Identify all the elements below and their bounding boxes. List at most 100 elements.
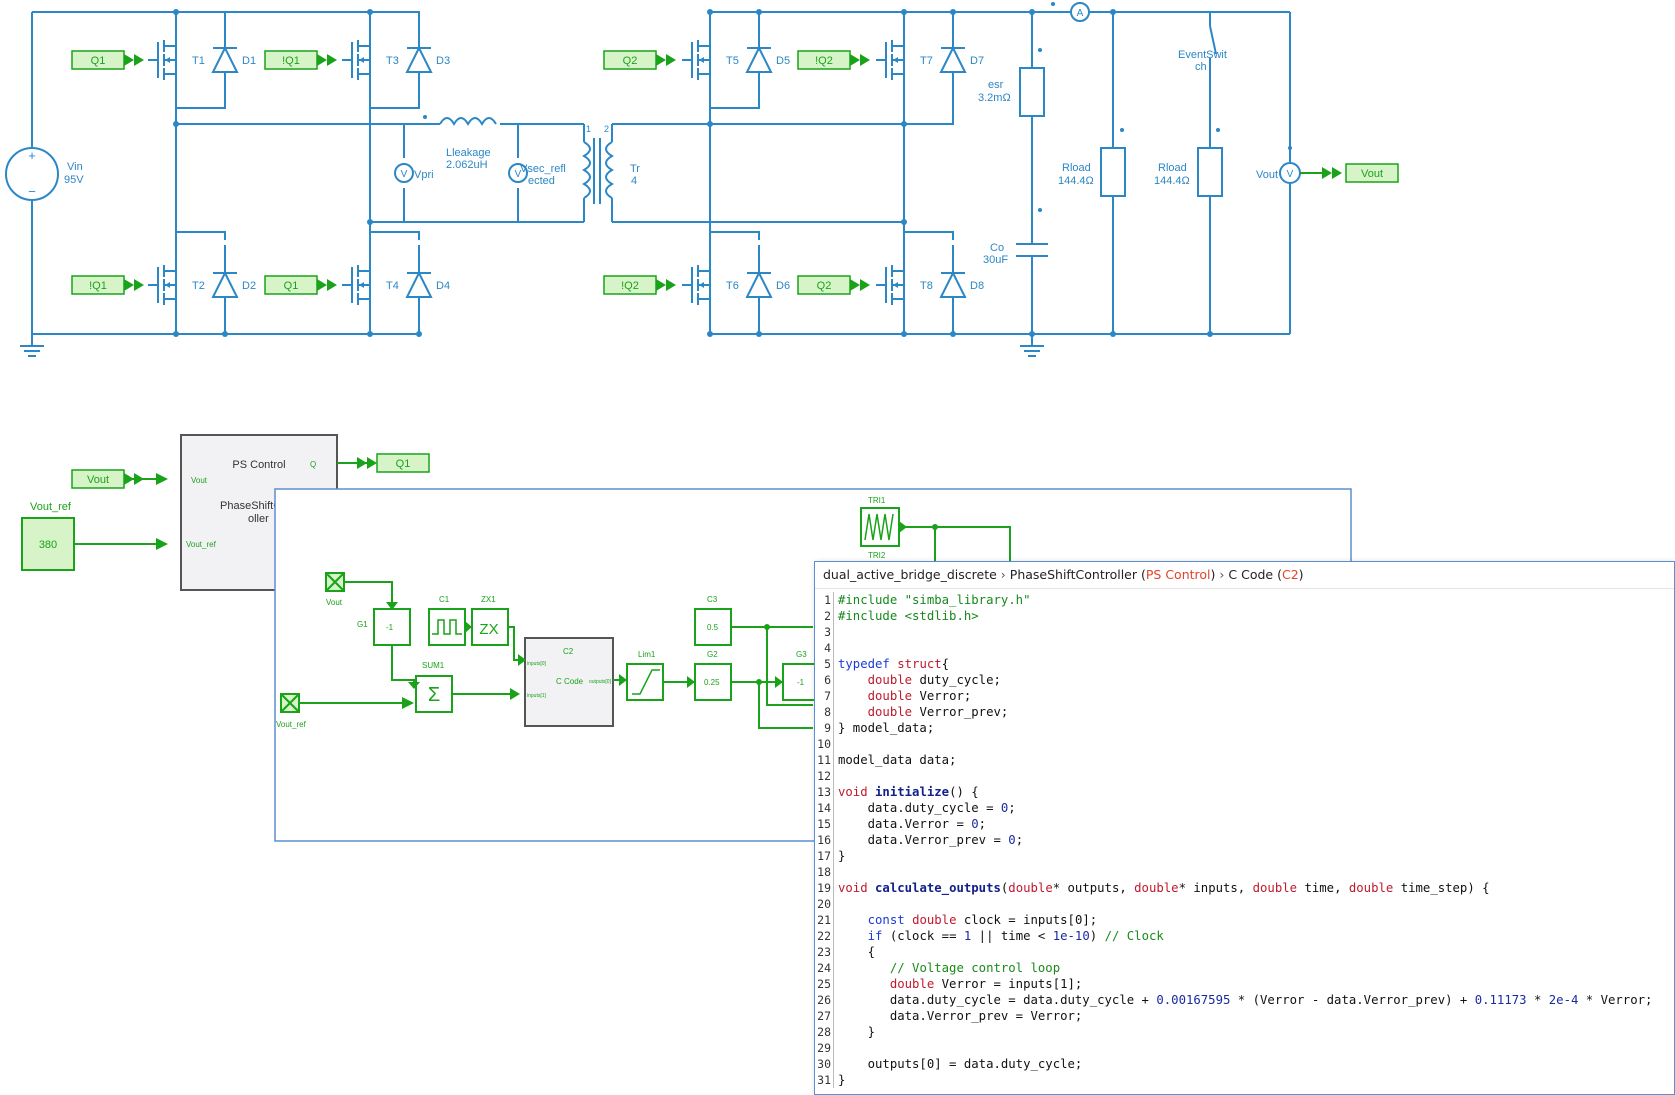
rload1-value: 144.4Ω [1058, 175, 1094, 187]
code-line-text: } [838, 849, 846, 863]
control-out-tag[interactable] [376, 453, 430, 473]
code-line[interactable]: 3 [815, 624, 1674, 640]
code-line[interactable]: 2#include <stdlib.h> [815, 608, 1674, 624]
code-line[interactable]: 24 // Voltage control loop [815, 960, 1674, 976]
code-line[interactable]: 27 data.Verror_prev = Verror; [815, 1008, 1674, 1024]
g3-label: G3 [796, 650, 807, 659]
code-line[interactable]: 17} [815, 848, 1674, 864]
code-line[interactable]: 12 [815, 768, 1674, 784]
mosfet-t5[interactable] [681, 19, 711, 101]
label-t1: T1 [192, 55, 205, 67]
line-number: 28 [815, 1024, 834, 1040]
code-line[interactable]: 6 double duty_cycle; [815, 672, 1674, 688]
mosfet-t6[interactable] [681, 244, 711, 326]
vin-name: Vin [67, 161, 83, 173]
c2-label: C2 [563, 647, 574, 656]
diode-d4[interactable] [406, 244, 432, 326]
line-number: 11 [815, 752, 834, 768]
vpri-probe[interactable]: V [394, 163, 414, 183]
diode-d5[interactable] [746, 19, 772, 101]
code-line-text: { [838, 945, 876, 959]
leakage-value: 2.062uH [446, 159, 488, 171]
c2-port-out: outputs[0] [589, 679, 612, 685]
mosfet-t4[interactable] [341, 244, 371, 326]
line-number: 1 [815, 592, 834, 608]
mosfet-t8[interactable] [875, 244, 905, 326]
label-d5: D5 [776, 55, 790, 67]
code-line-text: data.duty_cycle = data.duty_cycle + 0.00… [838, 993, 1653, 1007]
ammeter[interactable]: A [1070, 2, 1090, 22]
code-line[interactable]: 4 [815, 640, 1674, 656]
line-number: 21 [815, 912, 834, 928]
code-line[interactable]: 31} [815, 1072, 1674, 1088]
code-line[interactable]: 8 double Verror_prev; [815, 704, 1674, 720]
label-d8: D8 [970, 280, 984, 292]
code-line[interactable]: 29 [815, 1040, 1674, 1056]
vsec-probe[interactable]: V [508, 163, 528, 183]
vsec-label-1: Vsec_refl [520, 163, 566, 175]
code-line[interactable]: 26 data.duty_cycle = data.duty_cycle + 0… [815, 992, 1674, 1008]
code-line[interactable]: 10 [815, 736, 1674, 752]
line-number: 18 [815, 864, 834, 880]
code-line-text: double Verror; [867, 689, 972, 703]
breadcrumb-model[interactable]: dual_active_bridge_discrete [823, 567, 997, 582]
mosfet-t7[interactable] [875, 19, 905, 101]
gate-tags[interactable] [71, 50, 870, 295]
breadcrumb-block-tag: C2 [1281, 567, 1299, 582]
code-line[interactable]: 15 data.Verror = 0; [815, 816, 1674, 832]
breadcrumb: dual_active_bridge_discrete›PhaseShiftCo… [815, 562, 1674, 589]
diode-d7[interactable] [940, 19, 966, 101]
diode-d2[interactable] [212, 244, 238, 326]
tri2-label: TRI2 [868, 551, 886, 560]
line-number: 6 [815, 672, 834, 688]
diode-d6[interactable] [746, 244, 772, 326]
code-area[interactable]: 1#include "simba_library.h"2#include <st… [815, 592, 1674, 1088]
code-line[interactable]: 20 [815, 896, 1674, 912]
label-t3: T3 [386, 55, 399, 67]
diode-d3[interactable] [406, 19, 432, 101]
vout-probe[interactable]: V [1279, 162, 1301, 184]
label-t5: T5 [726, 55, 739, 67]
sum1-label: SUM1 [422, 661, 445, 670]
mosfet-t2[interactable] [147, 244, 177, 326]
lim1-label: Lim1 [638, 650, 656, 659]
code-line[interactable]: 25 double Verror = inputs[1]; [815, 976, 1674, 992]
code-line[interactable]: 18 [815, 864, 1674, 880]
line-number: 8 [815, 704, 834, 720]
mosfet-t1[interactable] [147, 19, 177, 101]
line-number: 29 [815, 1040, 834, 1056]
vin-source[interactable]: + − [5, 147, 59, 201]
breadcrumb-subsystem[interactable]: PhaseShiftController [1009, 567, 1138, 582]
code-line[interactable]: 9} model_data; [815, 720, 1674, 736]
c3-value: 0.5 [707, 623, 719, 632]
line-number: 31 [815, 1072, 834, 1088]
g1-label: G1 [357, 620, 368, 629]
code-line[interactable]: 21 const double clock = inputs[0]; [815, 912, 1674, 928]
code-line[interactable]: 7 double Verror; [815, 688, 1674, 704]
line-number: 9 [815, 720, 834, 736]
code-line[interactable]: 22 if (clock == 1 || time < 1e-10) // Cl… [815, 928, 1674, 944]
mosfet-t3[interactable] [341, 19, 371, 101]
switch-label-2: ch [1195, 61, 1207, 73]
code-line[interactable]: 1#include "simba_library.h" [815, 592, 1674, 608]
code-line[interactable]: 28 } [815, 1024, 1674, 1040]
vout-ref-constant[interactable] [21, 517, 75, 571]
subsystem-diagram [280, 507, 1011, 729]
code-line[interactable]: 23 { [815, 944, 1674, 960]
code-editor-window[interactable]: dual_active_bridge_discrete›PhaseShiftCo… [814, 561, 1675, 1095]
code-line[interactable]: 16 data.Verror_prev = 0; [815, 832, 1674, 848]
diode-d1[interactable] [212, 19, 238, 101]
label-d2: D2 [242, 280, 256, 292]
c2-port-in1: inputs[0] [527, 661, 547, 667]
code-line[interactable]: 30 outputs[0] = data.duty_cycle; [815, 1056, 1674, 1072]
line-number: 16 [815, 832, 834, 848]
code-line[interactable]: 14 data.duty_cycle = 0; [815, 800, 1674, 816]
vout-tag[interactable]: Vout [1345, 163, 1399, 183]
breadcrumb-block[interactable]: C Code [1228, 567, 1274, 582]
diode-d8[interactable] [940, 244, 966, 326]
vout-probe-label: Vout [1256, 169, 1278, 181]
